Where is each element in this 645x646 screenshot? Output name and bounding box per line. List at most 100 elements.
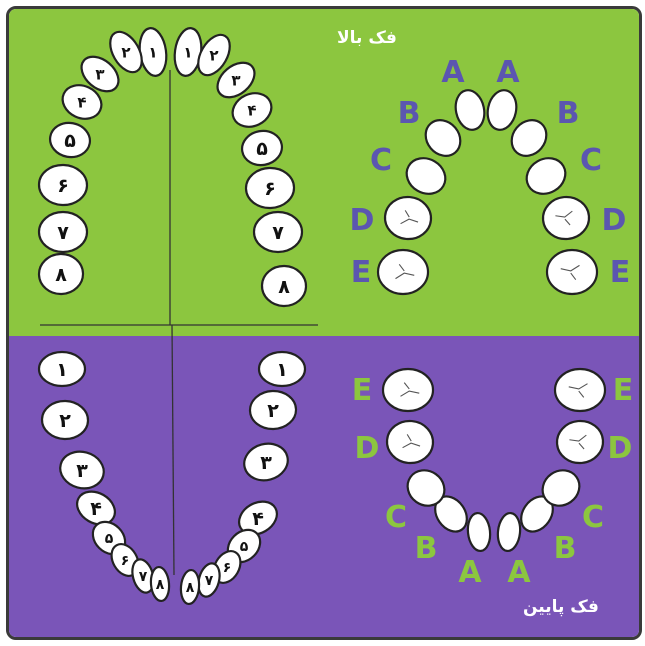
lower-primary-right-label-c: C (582, 500, 604, 535)
lower-permanent-right-tooth-6-number: ۶ (223, 560, 232, 576)
lower-primary-right-tooth-a (496, 512, 522, 552)
lower-primary-left-label-a: A (458, 555, 482, 590)
upper-primary-right-tooth-d-crown (541, 195, 590, 241)
upper-jaw-title: فک بالا (337, 28, 397, 48)
lower-permanent-left-tooth-1-number: ۱ (56, 359, 68, 381)
lower-permanent-right-tooth-1: ۱ (259, 352, 305, 386)
upper-permanent-right-tooth-2-number: ۲ (209, 46, 218, 64)
upper-primary-left-tooth-c-crown (400, 151, 452, 200)
upper-permanent-right-tooth-6: ۶ (245, 167, 294, 209)
upper-permanent-left-tooth-5: ۵ (47, 120, 92, 160)
lower-permanent-left-tooth-8-number: ۸ (156, 577, 165, 593)
lower-primary-right-tooth-d (555, 419, 604, 465)
lower-permanent-left-tooth-3: ۳ (56, 447, 108, 493)
lower-permanent-right-tooth-2: ۲ (249, 390, 296, 430)
lower-permanent-right-tooth-7-number: ۷ (205, 573, 214, 589)
upper-primary-right-label-c: C (580, 143, 602, 178)
lower-permanent-right-tooth-8-number: ۸ (186, 580, 195, 596)
upper-primary-right-tooth-a (484, 88, 520, 133)
upper-permanent-right-tooth-6-number: ۶ (264, 178, 276, 200)
upper-primary-left-tooth-e (378, 250, 428, 294)
lower-permanent-right-tooth-2-number: ۲ (267, 400, 279, 422)
lower-midline (172, 325, 174, 575)
lower-primary-right-tooth-d-crown (555, 419, 604, 465)
upper-permanent-right-tooth-5: ۵ (239, 128, 284, 168)
upper-primary-left-label-e: E (351, 255, 372, 290)
upper-permanent-left-tooth-1: ۱ (137, 26, 169, 77)
lower-primary-left-tooth-d (385, 419, 434, 465)
upper-permanent-left-tooth-8-number: ۸ (55, 264, 67, 286)
upper-primary-left-tooth-d-crown (383, 195, 432, 241)
lower-permanent-left-tooth-3-number: ۳ (76, 460, 88, 482)
upper-primary-left-tooth-a (452, 88, 488, 133)
upper-permanent-right-tooth-3-number: ۳ (231, 71, 240, 89)
upper-primary-left-label-c: C (370, 143, 392, 178)
lower-primary-right-tooth-e-crown (555, 369, 605, 411)
lower-permanent-right-tooth-3: ۳ (240, 439, 292, 485)
lower-primary-right-label-a: A (507, 555, 531, 590)
lower-permanent-left-tooth-4-number: ۴ (90, 498, 102, 520)
upper-permanent-left-tooth-4-number: ۴ (77, 93, 86, 111)
upper-primary-right-label-a: A (496, 55, 520, 90)
upper-permanent-left-tooth-6: ۶ (38, 164, 87, 206)
upper-permanent-right-tooth-1-number: ۱ (183, 43, 192, 61)
upper-primary-right-tooth-d (541, 195, 590, 241)
lower-permanent-left-tooth-5-number: ۵ (105, 531, 114, 547)
lower-jaw-title: فک پایین (523, 597, 599, 617)
upper-primary-right-label-d: D (602, 203, 627, 238)
lower-permanent-right-tooth-4-number: ۴ (252, 508, 264, 530)
upper-primary-right-label-e: E (610, 255, 631, 290)
upper-primary-left-tooth-e-crown (378, 250, 428, 294)
upper-primary-left-label-a: A (441, 55, 465, 90)
upper-permanent-left-tooth-3-number: ۳ (95, 65, 104, 83)
upper-primary-left-label-d: D (350, 203, 375, 238)
lower-primary-left-label-c: C (385, 500, 407, 535)
lower-primary-left-label-e: E (352, 373, 373, 408)
lower-primary-left-tooth-a (466, 512, 492, 552)
upper-permanent-right-tooth-8: ۸ (261, 265, 306, 307)
upper-permanent-right-tooth-7: ۷ (254, 212, 302, 252)
upper-primary-left-label-b: B (398, 96, 421, 131)
upper-primary-right-tooth-a-crown (484, 88, 520, 133)
lower-permanent-left-tooth-2: ۲ (41, 400, 88, 440)
lower-permanent-left-tooth-8: ۸ (150, 566, 171, 601)
upper-primary-right-tooth-e-crown (547, 250, 597, 294)
lower-permanent-right-tooth-1-number: ۱ (276, 359, 288, 381)
upper-primary-left-tooth-c (400, 151, 452, 200)
lower-primary-left-tooth-d-crown (385, 419, 434, 465)
upper-primary-right-tooth-c-crown (520, 151, 572, 200)
lower-permanent-left-tooth-2-number: ۲ (59, 410, 71, 432)
lower-primary-right-tooth-a-crown (496, 512, 522, 552)
upper-primary-left-tooth-a-crown (452, 88, 488, 133)
lower-permanent-right-tooth-5-number: ۵ (240, 539, 249, 555)
upper-permanent-left-tooth-5-number: ۵ (64, 130, 76, 152)
lower-primary-right-label-e: E (613, 373, 634, 408)
upper-primary-right-tooth-e (547, 250, 597, 294)
upper-permanent-left-tooth-6-number: ۶ (57, 175, 69, 197)
lower-primary-left-label-d: D (355, 431, 380, 466)
upper-primary-left-tooth-d (383, 195, 432, 241)
upper-permanent-right-tooth-7-number: ۷ (272, 222, 284, 244)
lower-permanent-right-tooth-8: ۸ (180, 569, 201, 604)
lower-primary-left-tooth-a-crown (466, 512, 492, 552)
lower-primary-right-label-d: D (608, 431, 633, 466)
upper-permanent-left-tooth-7: ۷ (39, 212, 87, 252)
lower-permanent-right-tooth-3-number: ۳ (260, 452, 272, 474)
upper-permanent-left-tooth-1-number: ۱ (148, 43, 157, 61)
lower-primary-right-label-b: B (554, 531, 577, 566)
lower-permanent-left-tooth-1: ۱ (39, 352, 85, 386)
lower-primary-right-tooth-e (555, 369, 605, 411)
upper-primary-right-tooth-c (520, 151, 572, 200)
upper-permanent-right-tooth-4-number: ۴ (247, 101, 256, 119)
lower-primary-left-label-b: B (415, 531, 438, 566)
upper-permanent-left-tooth-8: ۸ (38, 253, 83, 295)
upper-permanent-right-tooth-5-number: ۵ (256, 138, 268, 160)
upper-permanent-right-tooth-8-number: ۸ (278, 276, 290, 298)
lower-permanent-left-tooth-7-number: ۷ (139, 569, 148, 585)
upper-permanent-left-tooth-2-number: ۲ (121, 43, 130, 61)
lower-primary-left-tooth-e (383, 369, 433, 411)
lower-primary-left-tooth-e-crown (383, 369, 433, 411)
